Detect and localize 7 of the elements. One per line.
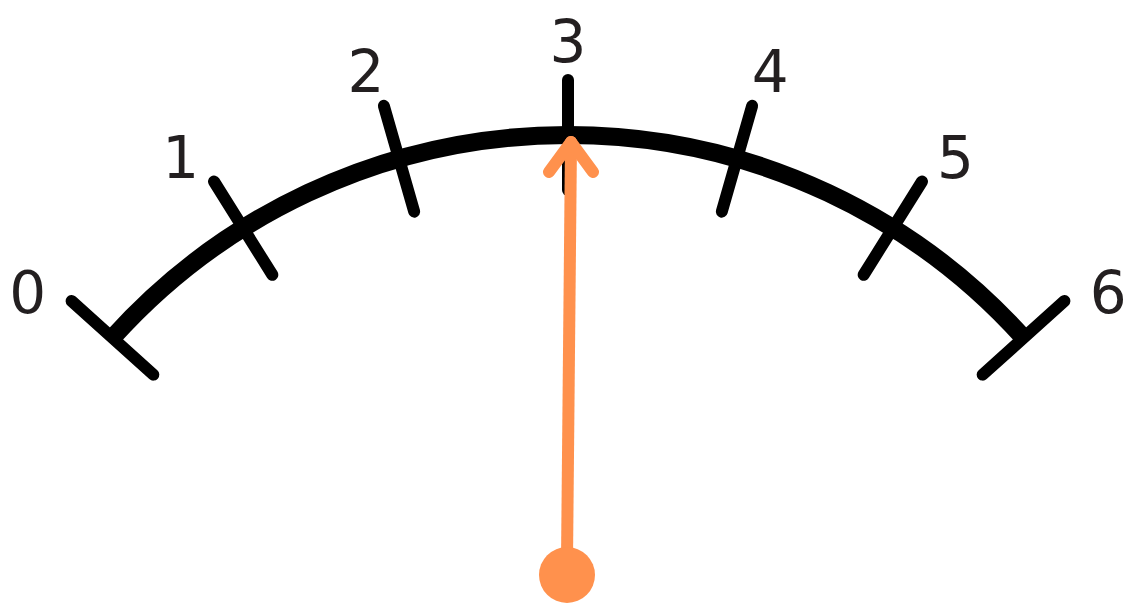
scale-number: 4 [751,42,789,101]
scale-number: 1 [162,128,200,187]
scale-number: 3 [549,13,587,71]
scale-number: 2 [347,42,385,101]
scale-number: 5 [936,128,974,187]
scale-number: 6 [1089,264,1127,323]
scale-number: 0 [9,264,47,323]
